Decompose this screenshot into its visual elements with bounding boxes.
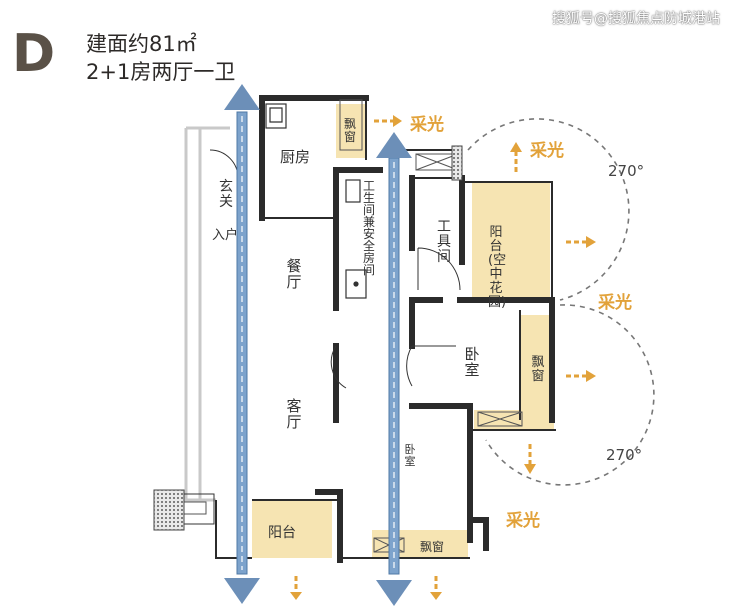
room-dining: 餐厅 (286, 257, 302, 291)
exterior-walls-light (184, 126, 230, 502)
light-label-right-mid: 采光 (598, 293, 632, 313)
light-label-bottom: 采光 (506, 511, 540, 531)
room-bay-window-bedroom: 飘窗 (531, 355, 545, 384)
light-label-top: 采光 (410, 115, 444, 135)
room-entrance: 入户 (212, 228, 239, 243)
room-bathroom: 工生间兼安全房间 (362, 179, 375, 277)
angle-label-bottom: 270° (606, 446, 643, 464)
light-arrows (290, 115, 596, 600)
wall-pattern-strips (153, 145, 463, 531)
area-label: 建面约81㎡ (86, 32, 197, 56)
room-bedroom: 卧室 (464, 345, 480, 379)
room-balcony-bottom: 阳台 (268, 525, 296, 541)
room-sky-garden: 阳台(空中花园) (488, 225, 507, 310)
sky-garden-fill (472, 182, 550, 300)
room-kitchen: 厨房 (280, 148, 311, 166)
light-label-right-top: 采光 (530, 141, 564, 161)
room-tool-room: 工具间 (437, 219, 451, 265)
walls (259, 95, 555, 563)
unit-letter: D (12, 24, 56, 84)
watermark: 搜狐号@搜狐焦点防城港站 (552, 11, 720, 27)
ventilation-arrows (224, 84, 412, 606)
room-living: 客厅 (286, 397, 302, 431)
bathroom-fixtures (265, 103, 367, 299)
thin-walls (215, 98, 556, 559)
doors (209, 149, 461, 389)
bedroom-bay-fill (520, 315, 552, 420)
bedroom-bay-fill-2 (474, 410, 554, 430)
bottom-balcony-fill (252, 500, 332, 558)
layout-label: 2+1房两厅一卫 (86, 60, 236, 84)
room-entry: 玄关 (219, 179, 233, 210)
top-bay-fill (336, 104, 366, 158)
room-small-room: 卧室 (404, 443, 416, 468)
room-bay-window-top: 飘窗 (343, 117, 356, 144)
sunlight-arcs (467, 118, 655, 486)
angle-label-top: 270° (608, 162, 645, 180)
room-bay-window-bottom: 飘窗 (420, 540, 445, 554)
